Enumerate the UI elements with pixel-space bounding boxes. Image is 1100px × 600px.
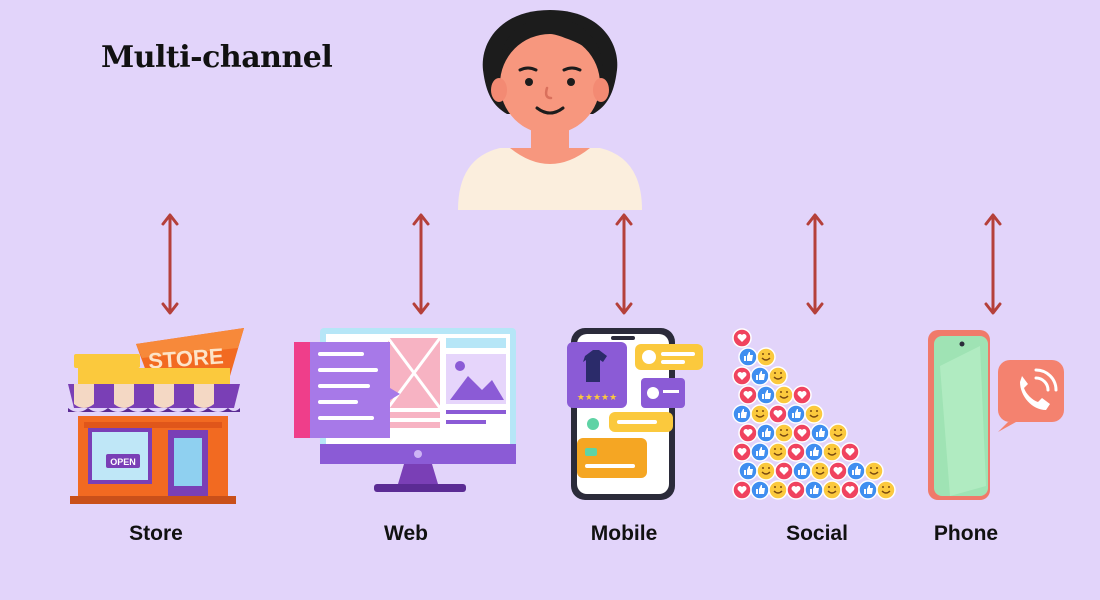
heart-reaction-icon xyxy=(738,385,758,405)
channel-label-mobile: Mobile xyxy=(590,522,658,545)
like-reaction-icon xyxy=(750,366,770,386)
like-reaction-icon xyxy=(804,480,824,500)
store-connector-arrow xyxy=(161,213,179,315)
like-reaction-icon xyxy=(810,423,830,443)
like-reaction-icon xyxy=(750,480,770,500)
like-reaction-icon xyxy=(846,461,866,481)
svg-text:★★★★★: ★★★★★ xyxy=(577,393,617,403)
smile-reaction-icon xyxy=(756,461,776,481)
heart-reaction-icon xyxy=(792,385,812,405)
smile-reaction-icon xyxy=(768,366,788,386)
heart-reaction-icon xyxy=(792,423,812,443)
diagram-title: Multi-channel xyxy=(101,40,333,75)
smile-reaction-icon xyxy=(756,347,776,367)
smile-reaction-icon xyxy=(768,442,788,462)
channel-label-phone: Phone xyxy=(933,522,999,545)
like-reaction-icon xyxy=(804,442,824,462)
store-icon: STORE OPEN xyxy=(68,328,244,504)
channel-label-web: Web xyxy=(384,522,428,545)
heart-reaction-icon xyxy=(738,423,758,443)
smile-reaction-icon xyxy=(750,404,770,424)
smile-reaction-icon xyxy=(876,480,896,500)
like-reaction-icon xyxy=(756,423,776,443)
social-connector-arrow xyxy=(806,213,824,315)
smile-reaction-icon xyxy=(822,442,842,462)
smile-reaction-icon xyxy=(822,480,842,500)
mobile-connector-arrow xyxy=(615,213,633,315)
channel-label-social: Social xyxy=(786,522,848,545)
heart-reaction-icon xyxy=(732,442,752,462)
like-reaction-icon xyxy=(732,404,752,424)
smile-reaction-icon xyxy=(864,461,884,481)
smile-reaction-icon xyxy=(810,461,830,481)
channel-label-store: Store xyxy=(129,522,183,545)
like-reaction-icon xyxy=(786,404,806,424)
heart-reaction-icon xyxy=(732,328,752,348)
like-reaction-icon xyxy=(858,480,878,500)
phone-connector-arrow xyxy=(984,213,1002,315)
smartphone-app-icon: ★★★★★ xyxy=(567,328,703,500)
heart-reaction-icon xyxy=(828,461,848,481)
phone-call-icon xyxy=(928,330,1064,500)
heart-reaction-icon xyxy=(840,480,860,500)
heart-reaction-icon xyxy=(732,366,752,386)
store-open-sign: OPEN xyxy=(110,457,136,467)
social-reactions-icon xyxy=(732,328,896,500)
smile-reaction-icon xyxy=(774,423,794,443)
like-reaction-icon xyxy=(738,347,758,367)
heart-reaction-icon xyxy=(774,461,794,481)
customer-avatar-icon xyxy=(458,10,642,210)
heart-reaction-icon xyxy=(732,480,752,500)
smile-reaction-icon xyxy=(774,385,794,405)
like-reaction-icon xyxy=(756,385,776,405)
heart-reaction-icon xyxy=(840,442,860,462)
smile-reaction-icon xyxy=(768,480,788,500)
heart-reaction-icon xyxy=(786,442,806,462)
web-connector-arrow xyxy=(412,213,430,315)
smile-reaction-icon xyxy=(804,404,824,424)
heart-reaction-icon xyxy=(786,480,806,500)
smile-reaction-icon xyxy=(828,423,848,443)
desktop-web-icon xyxy=(294,328,516,492)
heart-reaction-icon xyxy=(768,404,788,424)
like-reaction-icon xyxy=(738,461,758,481)
like-reaction-icon xyxy=(792,461,812,481)
like-reaction-icon xyxy=(750,442,770,462)
